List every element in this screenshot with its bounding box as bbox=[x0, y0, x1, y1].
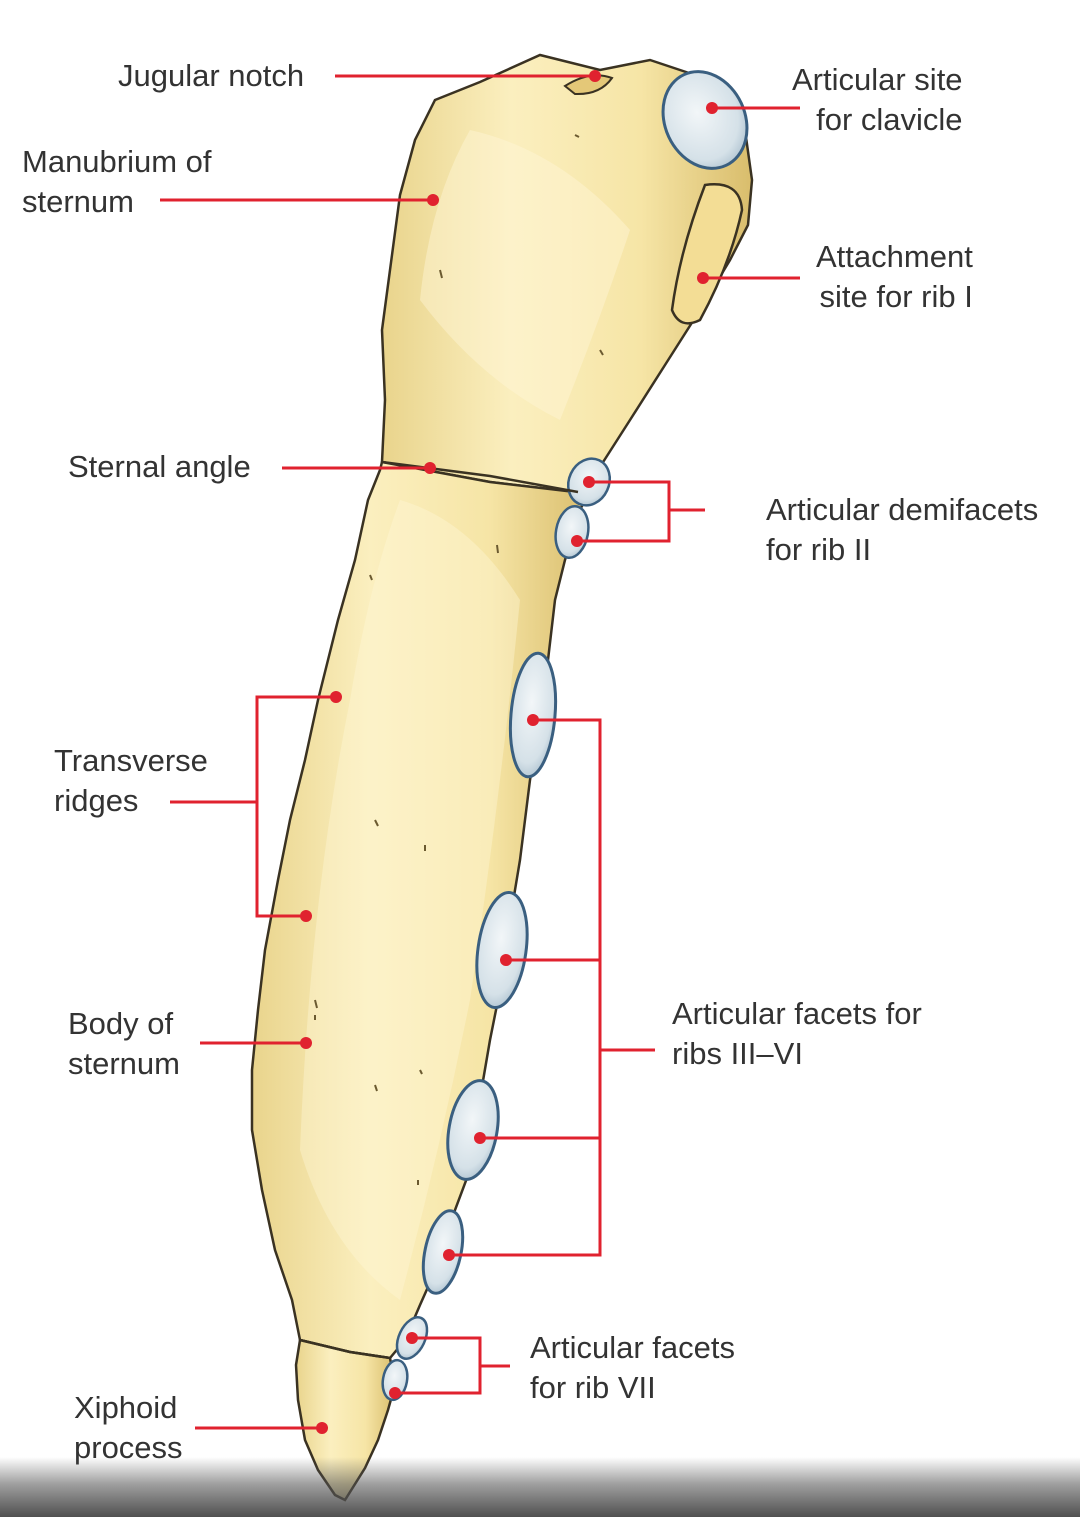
label-jugular-notch: Jugular notch bbox=[118, 56, 304, 96]
manubrium-shape bbox=[380, 53, 754, 494]
label-sternal-angle: Sternal angle bbox=[68, 447, 251, 487]
xiphisternal-line bbox=[299, 1338, 391, 1360]
leader-dots bbox=[300, 70, 718, 1434]
label-manubrium-line2: sternum bbox=[22, 184, 134, 219]
label-manubrium-line1: Manubrium of bbox=[22, 144, 212, 179]
label-clavicle-site-line1: Articular site bbox=[792, 62, 963, 97]
rib7-lower-facet bbox=[381, 1358, 409, 1402]
rib1-attachment bbox=[670, 183, 744, 325]
label-facets-rib3-6-line1: Articular facets for bbox=[672, 996, 922, 1031]
rib5-facet bbox=[446, 1079, 500, 1181]
jugular-notch-hollow bbox=[563, 74, 614, 96]
label-demifacets-rib2: Articular demifacets for rib II bbox=[766, 490, 1038, 570]
label-transverse-ridges-line1: Transverse bbox=[54, 743, 208, 778]
label-demifacets-rib2-line2: for rib II bbox=[766, 532, 872, 567]
label-facets-rib7-line1: Articular facets bbox=[530, 1330, 736, 1365]
label-manubrium: Manubrium of sternum bbox=[22, 142, 212, 222]
label-transverse-ridges: Transverse ridges bbox=[54, 741, 208, 821]
label-rib1-site-line2: site for rib I bbox=[819, 279, 973, 314]
label-xiphoid: Xiphoid process bbox=[74, 1388, 183, 1468]
bottom-shadow-bar bbox=[0, 1457, 1080, 1517]
rib4-facet bbox=[475, 890, 529, 1010]
leader-lines bbox=[160, 74, 800, 1430]
label-sternal-angle-line1: Sternal angle bbox=[68, 449, 251, 484]
label-clavicle-site: Articular site for clavicle bbox=[792, 60, 963, 140]
label-jugular-notch-line1: Jugular notch bbox=[118, 58, 305, 93]
label-facets-rib7: Articular facets for rib VII bbox=[530, 1328, 735, 1408]
body-highlight bbox=[300, 500, 520, 1300]
label-rib1-site-line1: Attachment bbox=[816, 239, 973, 274]
label-rib1-site: Attachment site for rib I bbox=[816, 237, 973, 317]
label-facets-rib3-6: Articular facets for ribs III–VI bbox=[672, 994, 922, 1074]
label-body-line1: Body of bbox=[68, 1006, 174, 1041]
label-clavicle-site-line2: for clavicle bbox=[816, 102, 963, 137]
surface-marks bbox=[314, 134, 604, 1185]
label-body-line2: sternum bbox=[68, 1046, 180, 1081]
label-xiphoid-line1: Xiphoid bbox=[74, 1390, 178, 1425]
label-demifacets-rib2-line1: Articular demifacets bbox=[766, 492, 1039, 527]
clavicle-facet bbox=[661, 70, 749, 170]
label-facets-rib7-line2: for rib VII bbox=[530, 1370, 656, 1405]
manubrium-highlight bbox=[420, 130, 630, 420]
label-body: Body of sternum bbox=[68, 1004, 180, 1084]
label-transverse-ridges-line2: ridges bbox=[54, 783, 139, 818]
label-facets-rib3-6-line2: ribs III–VI bbox=[672, 1036, 803, 1071]
